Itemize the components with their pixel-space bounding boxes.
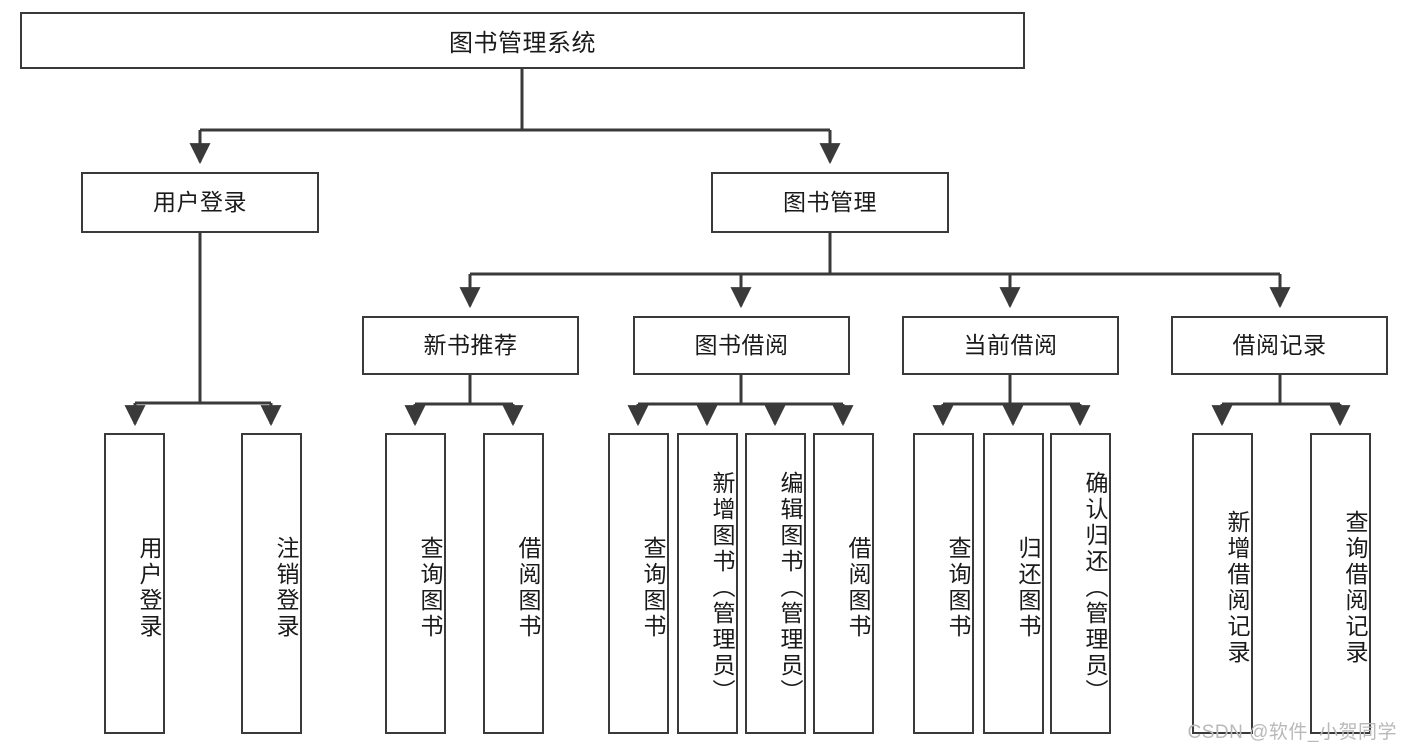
- watermark: CSDN @软件_小贺同学: [1187, 722, 1397, 743]
- leaf-confirm-return-admin[interactable]: 确认归还（管理员）: [1050, 433, 1111, 734]
- node-borrow-record[interactable]: 借阅记录: [1171, 316, 1388, 375]
- leaf-label: 新增图书（管理员）: [709, 470, 735, 705]
- leaf-label: 借阅图书: [845, 535, 871, 640]
- node-new-book-recommend-label: 新书推荐: [423, 331, 518, 358]
- leaf-label: 查询图书: [640, 535, 666, 640]
- leaf-add-borrow-record[interactable]: 新增借阅记录: [1192, 433, 1253, 734]
- node-book-borrow-label: 图书借阅: [694, 331, 789, 358]
- leaf-borrow-book[interactable]: 借阅图书: [813, 433, 874, 734]
- node-new-book-recommend[interactable]: 新书推荐: [362, 316, 579, 375]
- leaf-label: 编辑图书（管理员）: [777, 470, 803, 705]
- node-root[interactable]: 图书管理系统: [20, 12, 1025, 69]
- node-current-borrow[interactable]: 当前借阅: [902, 316, 1119, 375]
- leaf-edit-book-admin[interactable]: 编辑图书（管理员）: [745, 433, 806, 734]
- node-book-management[interactable]: 图书管理: [711, 172, 949, 233]
- leaf-label: 新增借阅记录: [1224, 509, 1250, 666]
- node-book-management-label: 图书管理: [783, 188, 877, 215]
- leaf-label: 查询借阅记录: [1342, 509, 1368, 666]
- leaf-add-book-admin[interactable]: 新增图书（管理员）: [677, 433, 738, 734]
- leaf-query-book-current[interactable]: 查询图书: [913, 433, 974, 734]
- leaf-label: 用户登录: [136, 535, 162, 640]
- leaf-query-borrow-record[interactable]: 查询借阅记录: [1310, 433, 1371, 734]
- node-user-login[interactable]: 用户登录: [81, 172, 319, 233]
- leaf-label: 注销登录: [273, 535, 299, 640]
- leaf-label: 查询图书: [417, 535, 443, 640]
- node-root-label: 图书管理系统: [449, 30, 596, 57]
- leaf-query-book-recommend[interactable]: 查询图书: [385, 433, 446, 734]
- node-book-borrow[interactable]: 图书借阅: [633, 316, 850, 375]
- leaf-logout[interactable]: 注销登录: [241, 433, 302, 734]
- node-borrow-record-label: 借阅记录: [1232, 331, 1327, 358]
- leaf-label: 查询图书: [945, 535, 971, 640]
- leaf-user-login[interactable]: 用户登录: [104, 433, 165, 734]
- node-current-borrow-label: 当前借阅: [963, 331, 1058, 358]
- leaf-return-book[interactable]: 归还图书: [983, 433, 1044, 734]
- leaf-query-book-borrow[interactable]: 查询图书: [608, 433, 669, 734]
- leaf-label: 归还图书: [1015, 535, 1041, 640]
- node-user-login-label: 用户登录: [153, 188, 247, 215]
- leaf-label: 借阅图书: [515, 535, 541, 640]
- leaf-borrow-book-recommend[interactable]: 借阅图书: [483, 433, 544, 734]
- leaf-label: 确认归还（管理员）: [1082, 470, 1108, 705]
